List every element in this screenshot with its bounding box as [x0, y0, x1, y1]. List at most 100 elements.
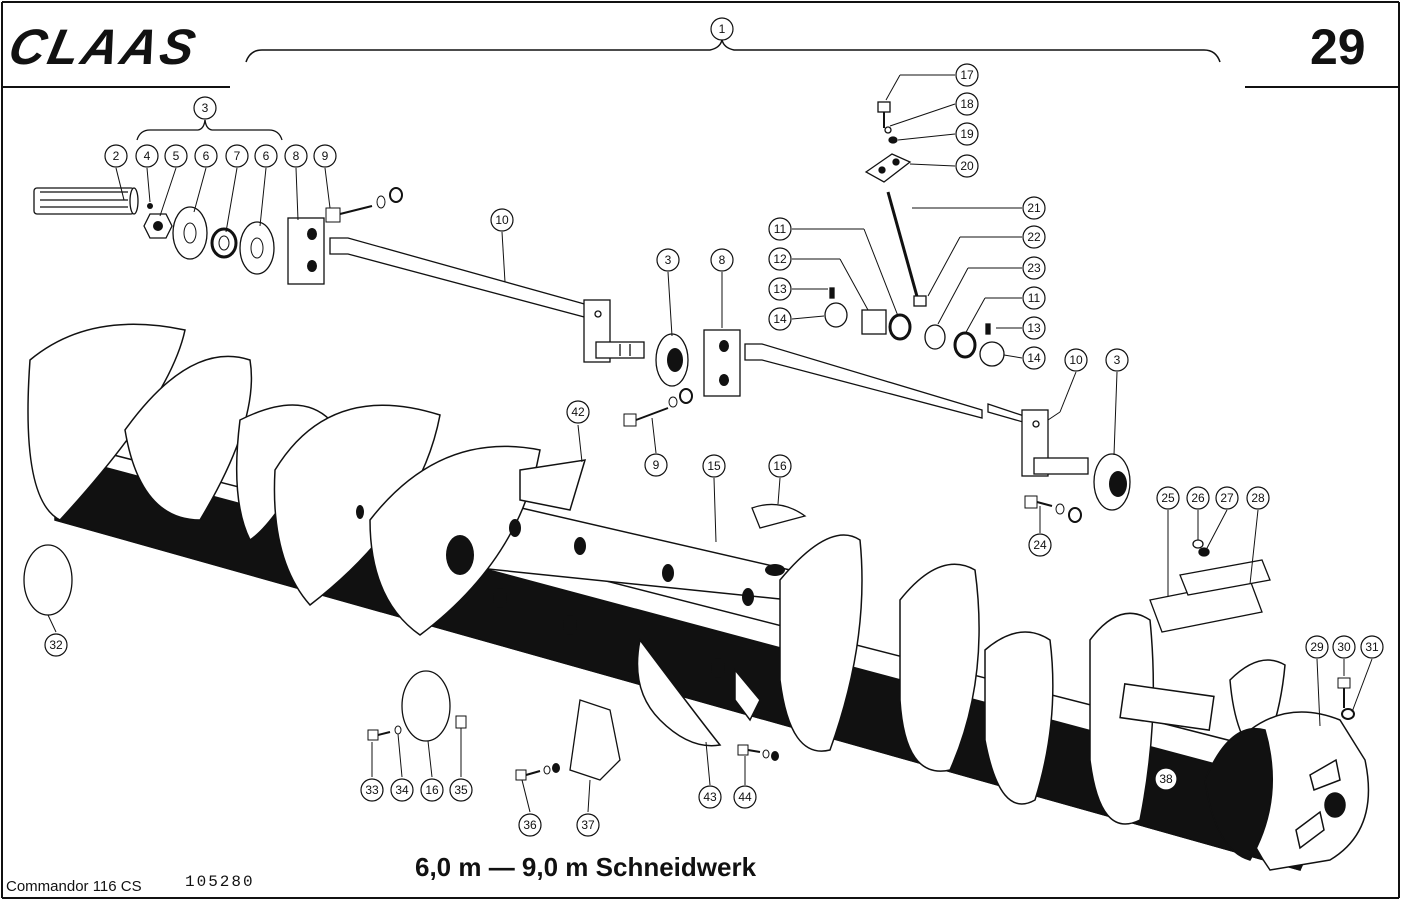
- callout-4: 4: [135, 144, 159, 168]
- leader-lines: [47, 74, 1373, 813]
- callout-12: 12: [768, 247, 792, 271]
- callout-33: 33: [360, 778, 384, 802]
- svg-text:6: 6: [263, 149, 270, 163]
- callout-42: 42: [566, 400, 590, 424]
- svg-text:42: 42: [571, 405, 585, 419]
- drawing-caption: 6,0 m — 9,0 m Schneidwerk: [415, 852, 757, 882]
- flange-plate: [172, 206, 208, 260]
- svg-text:11: 11: [1028, 291, 1041, 305]
- callout-27: 27: [1215, 486, 1239, 510]
- callout-26: 26: [1186, 486, 1210, 510]
- svg-text:34: 34: [395, 783, 409, 797]
- svg-text:31: 31: [1365, 640, 1379, 654]
- drive-shaft-right: [744, 343, 1089, 477]
- svg-text:9: 9: [322, 149, 329, 163]
- svg-text:10: 10: [495, 213, 509, 227]
- callout-6b: 6: [254, 144, 278, 168]
- svg-text:4: 4: [144, 149, 151, 163]
- callout-3c: 3: [1105, 348, 1129, 372]
- nut: [143, 213, 173, 239]
- assembly-brace: [245, 39, 1221, 63]
- svg-text:8: 8: [719, 253, 726, 267]
- callout-25: 25: [1156, 486, 1180, 510]
- callout-8: 8: [284, 144, 308, 168]
- bushing-set-right: [924, 323, 1005, 367]
- callout-36: 36: [518, 813, 542, 837]
- callout-14b: 14: [1022, 346, 1046, 370]
- callout-44: 44: [733, 785, 757, 809]
- svg-text:38: 38: [1159, 772, 1173, 786]
- svg-text:24: 24: [1033, 538, 1047, 552]
- callout-11b: 11: [1022, 286, 1046, 310]
- bolt-44: [737, 744, 779, 761]
- callout-22: 22: [1022, 225, 1046, 249]
- svg-text:14: 14: [773, 312, 787, 326]
- callout-2: 2: [104, 144, 128, 168]
- svg-text:36: 36: [523, 818, 537, 832]
- callout-28: 28: [1246, 486, 1270, 510]
- cover-plate-16: [401, 670, 451, 742]
- callouts: 1 3 2 4 5 6 7 6 8 9 10 3 8 9 42 15 16 17…: [44, 17, 1384, 837]
- svg-text:1: 1: [719, 22, 726, 36]
- callout-35: 35: [449, 778, 473, 802]
- flange-plate-2: [239, 221, 275, 275]
- grease-nipple: [147, 203, 153, 209]
- bearing-block-center: [703, 329, 741, 397]
- callout-3: 3: [193, 96, 217, 120]
- callout-15: 15: [702, 454, 726, 478]
- callout-16: 16: [768, 454, 792, 478]
- callout-31: 31: [1360, 635, 1384, 659]
- callout-7: 7: [225, 144, 249, 168]
- bolt-center: [623, 388, 693, 427]
- callout-9: 9: [313, 144, 337, 168]
- callout-43: 43: [698, 785, 722, 809]
- tube-holes: [356, 505, 785, 678]
- callout-5: 5: [164, 144, 188, 168]
- svg-text:44: 44: [738, 790, 752, 804]
- callout-13b: 13: [1022, 316, 1046, 340]
- svg-text:12: 12: [773, 252, 787, 266]
- svg-text:20: 20: [960, 159, 974, 173]
- callout-14: 14: [768, 307, 792, 331]
- svg-text:16: 16: [425, 783, 439, 797]
- machine-model: Commandor 116 CS: [6, 878, 142, 895]
- auger-flights: [27, 323, 1286, 825]
- svg-text:17: 17: [960, 68, 974, 82]
- svg-text:6: 6: [203, 149, 210, 163]
- svg-text:14: 14: [1027, 351, 1041, 365]
- bearing-block: [287, 217, 325, 285]
- svg-text:23: 23: [1027, 261, 1041, 275]
- bolt-30: [1337, 677, 1355, 720]
- svg-text:13: 13: [1027, 321, 1041, 335]
- segment-16: [751, 503, 807, 529]
- callout-1: 1: [710, 17, 734, 41]
- callout-29: 29: [1305, 635, 1329, 659]
- svg-text:3: 3: [665, 253, 672, 267]
- callout-8b: 8: [710, 248, 734, 272]
- svg-text:5: 5: [173, 149, 180, 163]
- svg-text:28: 28: [1251, 491, 1265, 505]
- bolt-36: [515, 763, 560, 781]
- callout-6: 6: [194, 144, 218, 168]
- callout-24: 24: [1028, 533, 1052, 557]
- callout-3b: 3: [656, 248, 680, 272]
- svg-text:33: 33: [365, 783, 379, 797]
- svg-text:13: 13: [773, 282, 787, 296]
- document-number: 105280: [185, 873, 255, 891]
- svg-text:3: 3: [1114, 353, 1121, 367]
- callout-32: 32: [44, 633, 68, 657]
- svg-text:9: 9: [653, 458, 660, 472]
- bolt-top: [864, 101, 927, 307]
- svg-text:32: 32: [49, 638, 63, 652]
- callout-10: 10: [490, 208, 514, 232]
- drive-shaft-left: [329, 237, 645, 363]
- callout-9b: 9: [644, 453, 668, 477]
- svg-text:16: 16: [773, 459, 787, 473]
- svg-text:19: 19: [960, 127, 974, 141]
- svg-text:43: 43: [703, 790, 717, 804]
- svg-text:15: 15: [707, 459, 721, 473]
- washer-nut: [376, 187, 403, 209]
- callout-19: 19: [955, 122, 979, 146]
- bracket-37: [569, 699, 621, 781]
